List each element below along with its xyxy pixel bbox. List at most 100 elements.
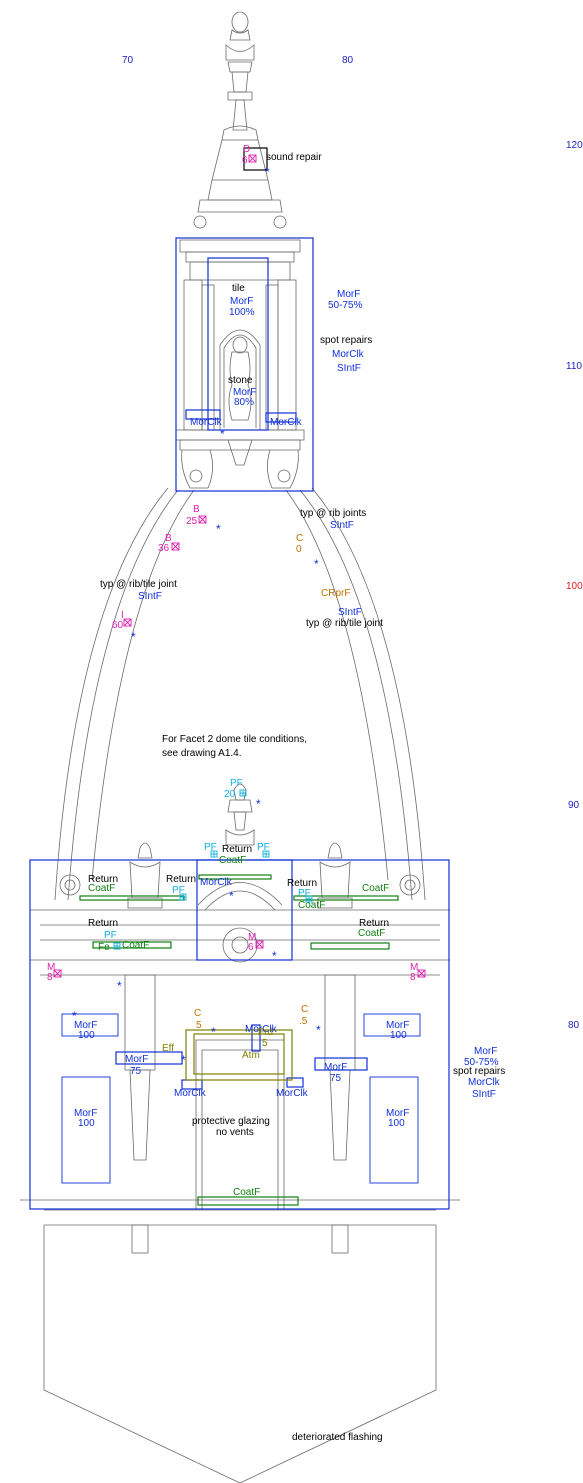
- note-pf-3: PF: [172, 885, 185, 896]
- note-spot-repairs-lower: spot repairs: [453, 1066, 505, 1077]
- note-tile: tile: [232, 283, 245, 294]
- black-notes: sound repair tile spot repairs stone typ…: [88, 152, 505, 1443]
- note-deteriorated-flashing: deteriorated flashing: [292, 1432, 383, 1443]
- note-rib-tile-right-sintf: SIntF: [338, 607, 362, 618]
- note-morf-75-a-val: 75: [130, 1066, 142, 1077]
- note-morclk-e: MorClk: [276, 1088, 309, 1099]
- note-tile-morf: MorF: [230, 296, 253, 307]
- tag-m-left-value: 8: [47, 972, 53, 983]
- note-morf-100-b-val: 100: [390, 1030, 407, 1041]
- note-rib-joints-sintf: SIntF: [330, 520, 354, 531]
- note-morf-100-c: MorF: [74, 1108, 97, 1119]
- olive-orange-notes: C 0 CRprF C 5 C .5 Frd 5 Eff Atm: [162, 533, 350, 1061]
- note-stone-pct: 80%: [234, 397, 254, 408]
- note-coatf-right1: CoatF: [362, 883, 389, 894]
- note-typ-rib-joints: typ @ rib joints: [300, 508, 366, 519]
- tag-b2-value: 36: [158, 543, 170, 554]
- area-frames: [29, 147, 450, 1210]
- note-coatf-left: CoatF: [88, 883, 115, 894]
- tag-b2: B: [165, 533, 172, 544]
- svg-text:*: *: [316, 1023, 321, 1037]
- note-pf-top-val: 20: [224, 789, 236, 800]
- svg-text:*: *: [220, 427, 225, 441]
- tag-i-value: 60: [112, 620, 124, 631]
- blue-notes: MorF 100% MorF 50-75% MorClk SIntF MorF …: [74, 289, 501, 1129]
- svg-text:*: *: [131, 630, 136, 644]
- note-lower-sintf: SIntF: [472, 1089, 496, 1100]
- note-c-right: C: [301, 1004, 308, 1015]
- note-lantern-morclk-left: MorClk: [190, 417, 223, 428]
- note-morclk: MorClk: [332, 349, 365, 360]
- note-eff: Eff: [162, 1043, 174, 1054]
- note-morf-100-a: MorF: [74, 1020, 97, 1031]
- grid-x70: 70: [122, 55, 134, 66]
- note-pf-2: PF: [257, 842, 270, 853]
- note-typ-rib-tile-left: typ @ rib/tile joint: [100, 579, 177, 590]
- note-facet-line2: see drawing A1.4.: [162, 748, 242, 759]
- note-c-right-val: .5: [299, 1016, 308, 1027]
- note-lower-pct: 50-75%: [464, 1057, 499, 1068]
- note-pf-5: PF: [104, 930, 117, 941]
- svg-text:*: *: [256, 797, 261, 811]
- note-coatf-right2: CoatF: [298, 900, 325, 911]
- note-morclk-c: MorClk: [245, 1024, 278, 1035]
- tag-d-value: 6: [242, 155, 248, 166]
- note-stone: stone: [228, 375, 253, 386]
- tag-m-pediment: M: [248, 932, 256, 943]
- note-morclk-d: MorClk: [174, 1088, 207, 1099]
- note-frd: Frd: [258, 1027, 273, 1038]
- grid-y90: 90: [568, 800, 580, 811]
- green-notes: CoatF CoatF CoatF CoatF CoatF CoatF Coat…: [88, 855, 389, 1198]
- note-frd-val: 5: [262, 1038, 268, 1049]
- note-morf-75-a: MorF: [125, 1054, 148, 1065]
- note-c-left: C: [194, 1008, 201, 1019]
- note-coatf-right3: CoatF: [358, 928, 385, 939]
- note-typ-rib-tile-right: typ @ rib/tile joint: [306, 618, 383, 629]
- note-crprf: CRprF: [321, 588, 350, 599]
- note-tile-pct: 100%: [229, 307, 255, 318]
- note-c-rib-val: 0: [296, 544, 302, 555]
- tag-i: I: [121, 610, 124, 621]
- grid-y120: 120: [566, 140, 583, 151]
- coating-lines: [79, 874, 399, 1206]
- side-windows: [61, 1013, 421, 1184]
- note-c-left-val: 5: [196, 1020, 202, 1031]
- svg-text:*: *: [229, 889, 234, 903]
- note-sintf: SIntF: [337, 363, 361, 374]
- tag-m-left: M: [47, 962, 55, 973]
- note-pediment-morclk: MorClk: [200, 877, 233, 888]
- note-morf-100-d-val: 100: [388, 1118, 405, 1129]
- note-pf-4: PF: [298, 888, 311, 899]
- note-stone-morf: MorF: [233, 387, 256, 398]
- note-return-right1: Return: [287, 878, 317, 889]
- note-pf-top: PF: [230, 778, 243, 789]
- grid-references: 70 80 120 110 100 90 80: [122, 55, 583, 1031]
- note-coatf-top: CoatF: [219, 855, 246, 866]
- architecture-linework: [20, 11, 460, 1483]
- note-lower-morclk: MorClk: [468, 1077, 501, 1088]
- note-right-pct: 50-75%: [328, 300, 363, 311]
- grid-y100: 100: [566, 581, 583, 592]
- note-return-top: Return: [222, 844, 252, 855]
- grid-y80: 80: [568, 1020, 580, 1031]
- note-return-right2: Return: [359, 918, 389, 929]
- note-morf-100-b: MorF: [386, 1020, 409, 1031]
- note-atm: Atm: [242, 1050, 260, 1061]
- tag-m-right: M: [410, 962, 418, 973]
- svg-text:*: *: [211, 1025, 216, 1039]
- note-pf-1: PF: [204, 842, 217, 853]
- note-spot-repairs: spot repairs: [320, 335, 372, 346]
- note-sound-repair: sound repair: [266, 152, 322, 163]
- svg-text:*: *: [72, 1009, 77, 1023]
- note-glazing-line2: no vents: [216, 1127, 254, 1138]
- note-right-morf: MorF: [337, 289, 360, 300]
- svg-text:*: *: [272, 949, 277, 963]
- tag-m-pediment-value: 6: [248, 942, 254, 953]
- svg-text:*: *: [216, 522, 221, 536]
- note-facet-line1: For Facet 2 dome tile conditions,: [162, 734, 307, 745]
- note-c-rib: C: [296, 533, 303, 544]
- tag-b1-value: 25: [186, 516, 198, 527]
- note-coatf-left2: CoatF: [122, 940, 149, 951]
- tag-d: D: [243, 144, 250, 155]
